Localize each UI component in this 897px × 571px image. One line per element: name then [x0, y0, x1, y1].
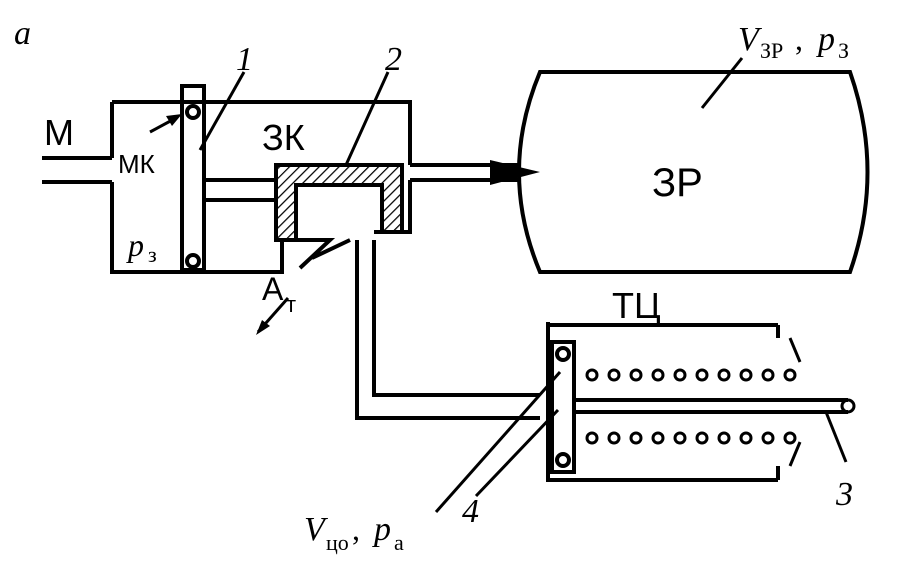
main-line-pipe — [42, 156, 112, 184]
svg-text:З: З — [838, 38, 849, 63]
reservoir-tank — [517, 70, 870, 274]
cylinder-volume-label: V цо , p а — [304, 511, 404, 555]
brake-cylinder — [546, 322, 856, 482]
svg-text:з: з — [148, 242, 157, 267]
panel-letter: a — [14, 15, 31, 52]
cylinder-label: ТЦ — [612, 285, 661, 326]
pipe-to-cylinder — [355, 240, 540, 420]
pz-label: p з — [126, 227, 157, 267]
svg-text:ЗР: ЗР — [760, 38, 783, 63]
cylinder-piston — [550, 340, 576, 474]
callout-2: 2 — [385, 41, 402, 78]
callout-3: 3 — [835, 476, 853, 513]
main-piston-label: МК — [118, 149, 155, 179]
exhaust-arrow — [256, 297, 290, 335]
svg-text:,: , — [795, 21, 803, 57]
reservoir-volume-label: V ЗР , p З — [738, 21, 849, 63]
valve-label: ЗК — [262, 117, 305, 158]
rod-end-pivot — [840, 398, 856, 414]
callout-1: 1 — [236, 41, 253, 78]
reservoir-label: ЗР — [652, 161, 703, 205]
leader-lines — [198, 71, 848, 513]
svg-text:,: , — [352, 511, 360, 547]
vzr-leader-line — [700, 57, 744, 109]
pipe-to-reservoir — [410, 160, 540, 185]
valve-body — [110, 100, 412, 274]
piston-rod-pivot-top — [185, 104, 201, 120]
callout-4: 4 — [462, 493, 479, 530]
svg-text:p: p — [372, 511, 391, 548]
return-spring — [585, 368, 797, 445]
svg-text:а: а — [394, 530, 404, 555]
svg-text:А: А — [262, 271, 284, 307]
main-piston — [180, 84, 206, 272]
svg-text:p: p — [126, 227, 144, 263]
main-line-label: М — [44, 112, 74, 153]
piston-rod-pivot-bottom — [185, 253, 201, 269]
exhaust-label: А т — [262, 271, 296, 317]
slide-valve — [274, 163, 404, 242]
svg-text:p: p — [816, 21, 835, 58]
mk-arrow — [149, 114, 182, 134]
svg-text:т: т — [286, 292, 296, 317]
exhaust-port — [282, 238, 351, 270]
svg-text:цо: цо — [326, 530, 349, 555]
valve-internal-lines — [205, 178, 276, 202]
